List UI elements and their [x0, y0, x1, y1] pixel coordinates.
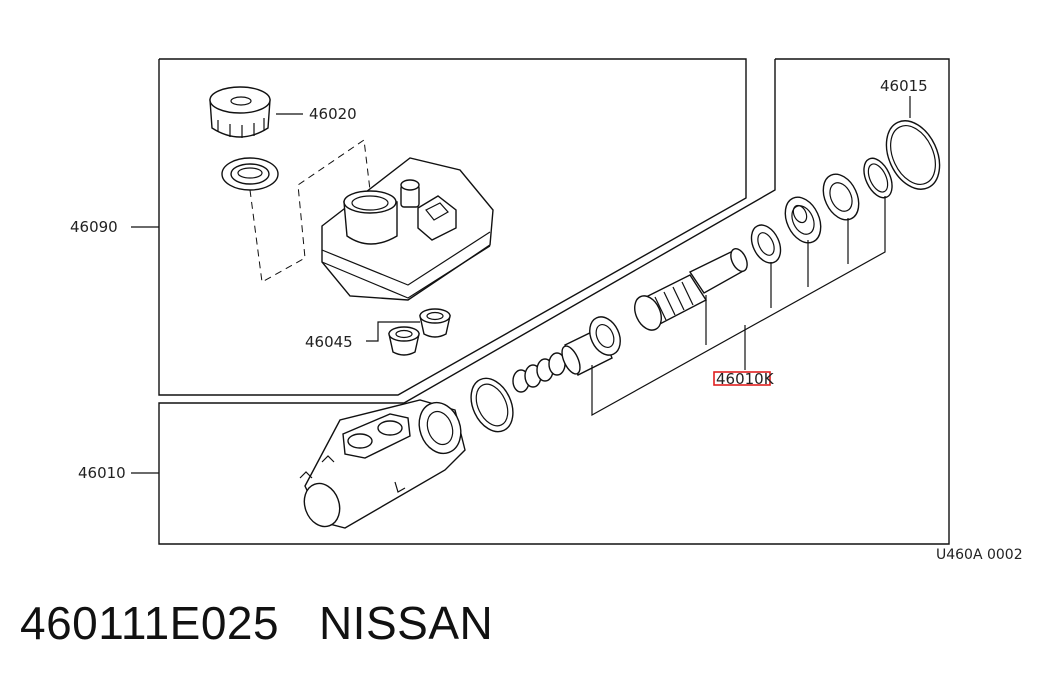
- large-o-ring-part: [885, 120, 941, 190]
- callout-46015: 46015: [880, 77, 928, 95]
- secondary-piston-part: [561, 316, 621, 376]
- washer-part: [750, 224, 782, 264]
- master-cylinder-body-part: [299, 399, 466, 529]
- cap-seal-part: [221, 157, 279, 191]
- snap-ring-part: [863, 157, 893, 199]
- callout-46090: 46090: [70, 218, 118, 236]
- o-ring-part: [470, 377, 514, 433]
- piston-stop-part: [822, 173, 860, 221]
- part-title: 460111E025 NISSAN: [20, 596, 493, 650]
- kit-bracket-lines: [591, 196, 886, 417]
- callout-46010: 46010: [78, 464, 126, 482]
- parts-diagram: 46020 46090 46045 46015 46010K 46010 U46…: [70, 58, 1023, 563]
- callout-highlight-box: [713, 371, 771, 386]
- primary-piston-part: [634, 248, 748, 331]
- guide-seal-part: [784, 196, 822, 244]
- reservoir-grommets-part: [388, 308, 451, 356]
- callout-46045: 46045: [305, 333, 353, 351]
- reservoir-cap-part: [209, 86, 271, 138]
- master-cylinder-frame: [158, 58, 950, 545]
- callout-46020: 46020: [309, 105, 357, 123]
- reservoir-kit-frame: [158, 58, 747, 396]
- brand-name: NISSAN: [318, 597, 494, 649]
- leader-46045: [366, 321, 420, 342]
- part-number: 460111E025: [20, 597, 280, 649]
- seal-dashed-guide: [249, 139, 371, 283]
- callout-46010k: 46010K: [716, 370, 775, 388]
- reservoir-part: [321, 157, 494, 301]
- diagram-code: U460A 0002: [936, 547, 1023, 563]
- spring-part: [512, 352, 566, 393]
